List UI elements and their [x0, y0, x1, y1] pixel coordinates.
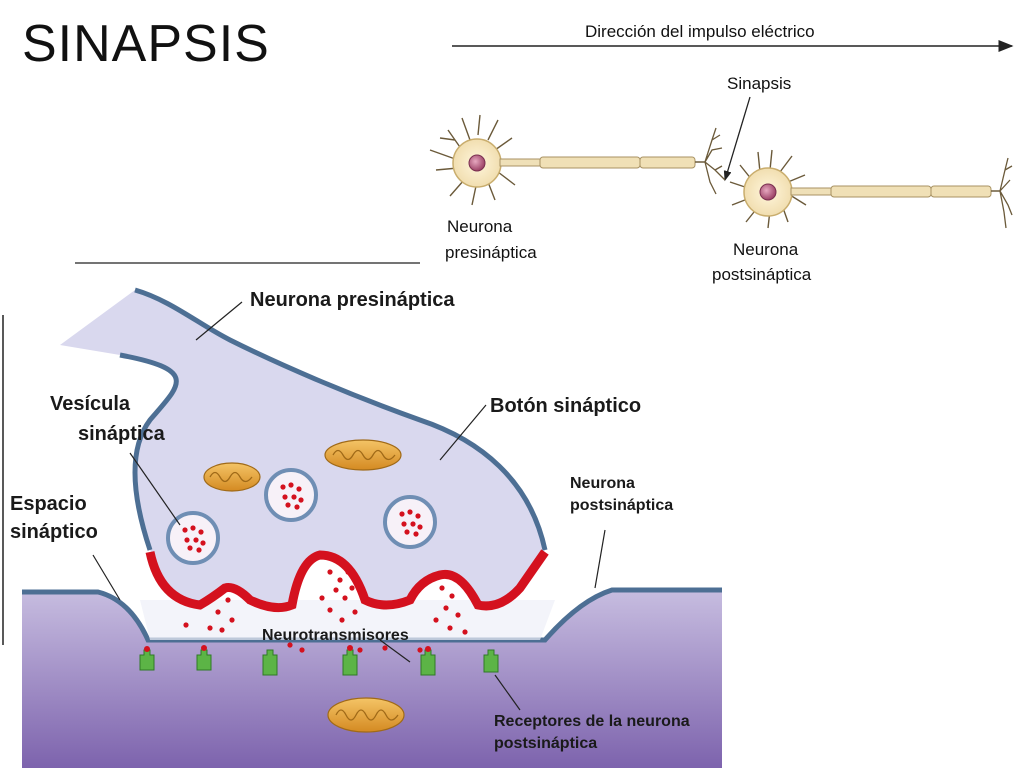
- mitochondrion: [203, 462, 261, 492]
- slide-title: SINAPSIS: [22, 15, 270, 73]
- pre-neuron-line1: Neurona: [447, 217, 513, 236]
- top-diagram: Dirección del impulso eléctrico Sinapsis…: [429, 22, 1014, 284]
- pre-neuron-line2: presináptica: [445, 243, 537, 262]
- label-receptors-line1: Receptores de la neurona: [494, 713, 690, 730]
- label-pre-neuron: Neurona presináptica: [250, 289, 455, 311]
- presynaptic-neuron-illustration: [429, 114, 726, 206]
- direction-label: Dirección del impulso eléctrico: [585, 22, 815, 41]
- leader-post-neuron: [594, 529, 606, 589]
- label-vesicle-line1: Vesícula: [50, 393, 131, 415]
- mitochondria: [203, 439, 405, 733]
- receptors: [139, 645, 499, 676]
- neurotransmitter-molecules: [183, 569, 468, 653]
- post-neuron-line2: postsináptica: [712, 265, 812, 284]
- presynaptic-membrane-upper: [134, 287, 548, 551]
- vesicle: [264, 468, 318, 522]
- vesicles: [166, 468, 437, 565]
- leader-button: [439, 404, 487, 461]
- vesicle: [383, 495, 437, 549]
- leader-pre-neuron: [195, 301, 243, 341]
- postsynaptic-neuron-illustration: [729, 149, 1013, 229]
- leader-vesicle: [129, 452, 181, 526]
- label-receptors-line2: postsináptica: [494, 735, 597, 752]
- label-cleft-line2: sináptico: [10, 521, 98, 543]
- leader-neurotransmitters: [379, 639, 411, 663]
- postsynaptic-membrane-edge: [22, 587, 722, 643]
- postsynaptic-membrane: [22, 590, 722, 768]
- bottom-diagram: Neurona presináptica Vesícula sináptica …: [2, 262, 722, 768]
- label-cleft-line1: Espacio: [10, 493, 87, 515]
- label-button: Botón sináptico: [490, 395, 641, 417]
- synapse-label: Sinapsis: [727, 74, 791, 93]
- leader-cleft: [92, 554, 121, 601]
- presynaptic-terminal: [60, 290, 545, 608]
- active-zone: [145, 549, 549, 613]
- label-vesicle-line2: sináptica: [78, 423, 166, 445]
- vesicle: [166, 511, 220, 565]
- leader-receptors: [494, 674, 521, 711]
- presynaptic-membrane-left: [119, 352, 179, 551]
- synapse-pointer: [723, 96, 751, 182]
- post-neuron-line1: Neurona: [733, 240, 799, 259]
- mitochondrion: [327, 697, 405, 733]
- mitochondrion: [324, 439, 402, 471]
- label-post-neuron-line1: Neurona: [570, 475, 635, 492]
- label-neurotransmitters: Neurotransmisores: [262, 627, 409, 644]
- label-post-neuron-line2: postsináptica: [570, 497, 673, 514]
